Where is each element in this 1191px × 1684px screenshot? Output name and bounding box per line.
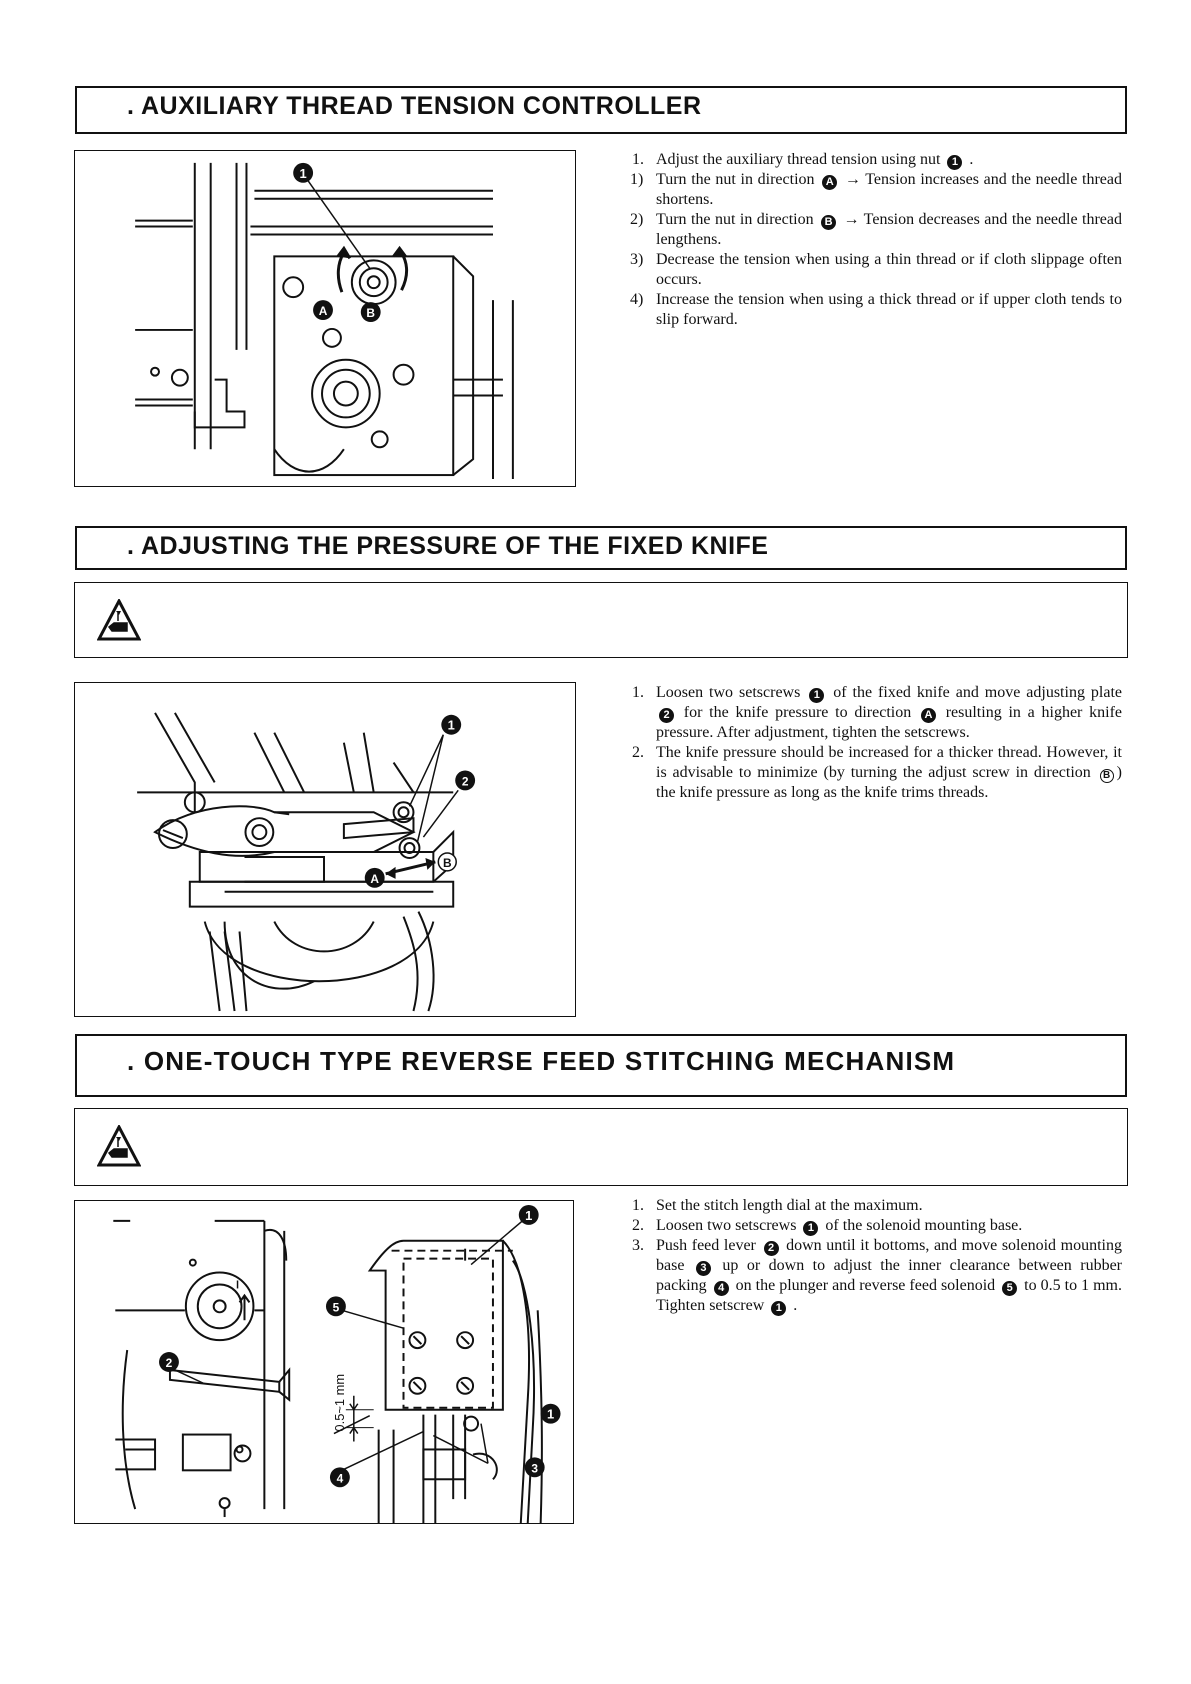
ref-4-icon: 4: [713, 1281, 729, 1296]
step: 3.Push feed lever 2 down until it bottom…: [632, 1237, 1123, 1316]
ref-b-icon: B: [821, 215, 837, 230]
step: 4)Increase the tension when using a thic…: [630, 291, 1122, 328]
step: 1.Set the stitch length dial at the maxi…: [632, 1197, 923, 1214]
ref-1-icon: 1: [803, 1221, 819, 1236]
figure-label: 3: [531, 1461, 538, 1475]
ref-2-icon: 2: [659, 708, 674, 723]
ref-5-icon: 5: [1002, 1281, 1018, 1296]
clearance-dimension-label: 0.5~1 mm: [332, 1374, 347, 1432]
section-header-reverse-feed-mechanism: . ONE-TOUCH TYPE REVERSE FEED STITCHING …: [75, 1034, 1127, 1097]
figure-auxiliary-tension-nut: 1 A B: [74, 150, 576, 487]
figure-fixed-knife: 1 2 A B: [74, 682, 576, 1017]
caution-box: [74, 582, 1128, 658]
figure-label: 5: [333, 1300, 340, 1314]
caution-hand-icon: [97, 1125, 141, 1167]
figure-label: 1: [448, 718, 455, 733]
reverse-feed-illustration: 0.5~1 mm 1 1 2 3 4 5: [113, 1204, 561, 1523]
ref-b-icon: B: [1099, 769, 1114, 783]
section-title: . ADJUSTING THE PRESSURE OF THE FIXED KN…: [127, 532, 769, 560]
caution-box: [74, 1108, 1128, 1186]
ref-1-icon: 1: [771, 1301, 787, 1316]
figure-label: 1: [300, 166, 307, 181]
figure-reverse-feed-solenoid: 0.5~1 mm 1 1 2 3 4 5: [74, 1200, 574, 1524]
step: 1)Turn the nut in direction A → Tension …: [630, 171, 1123, 208]
figure-label: B: [366, 306, 375, 320]
step: 3)Decrease the tension when using a thin…: [630, 251, 1122, 288]
figure-label: 1: [525, 1208, 532, 1223]
step: 1.Adjust the auxiliary thread tension us…: [632, 151, 974, 170]
section-header-fixed-knife-pressure: . ADJUSTING THE PRESSURE OF THE FIXED KN…: [75, 526, 1127, 570]
ref-a-icon: A: [822, 175, 838, 190]
figure-label: 1: [547, 1407, 554, 1422]
section-title: . ONE-TOUCH TYPE REVERSE FEED STITCHING …: [127, 1046, 956, 1076]
step: 1.Loosen two setscrews 1 of the fixed kn…: [632, 684, 1122, 741]
ref-2-icon: 2: [763, 1241, 779, 1256]
tension-controller-illustration: 1 A B: [135, 162, 514, 480]
section-header-auxiliary-thread-tension: . AUXILIARY THREAD TENSION CONTROLLER: [75, 86, 1127, 134]
ref-a-icon: A: [920, 708, 936, 723]
ref-3-icon: 3: [695, 1261, 711, 1276]
figure-label: A: [319, 304, 328, 318]
fixed-knife-steps: 1.Loosen two setscrews 1 of the fixed kn…: [632, 683, 1122, 803]
figure-label: A: [370, 872, 379, 886]
figure-label: 2: [166, 1356, 173, 1370]
reverse-feed-steps: 1.Set the stitch length dial at the maxi…: [632, 1196, 1122, 1316]
section-title: . AUXILIARY THREAD TENSION CONTROLLER: [127, 92, 702, 120]
caution-hand-icon: [97, 599, 141, 641]
step: 2.Loosen two setscrews 1 of the solenoid…: [632, 1217, 1023, 1236]
ref-1-icon: 1: [947, 155, 963, 170]
figure-label: 4: [337, 1471, 344, 1485]
figure-label: 2: [462, 774, 469, 788]
step: 2.The knife pressure should be increased…: [632, 744, 1122, 801]
ref-1-icon: 1: [809, 688, 825, 703]
figure-label: B: [443, 856, 452, 870]
auxiliary-tension-steps: 1.Adjust the auxiliary thread tension us…: [630, 150, 1123, 330]
fixed-knife-illustration: 1 2 A B: [137, 712, 476, 1012]
step: 2)Turn the nut in direction B → Tension …: [630, 211, 1122, 248]
